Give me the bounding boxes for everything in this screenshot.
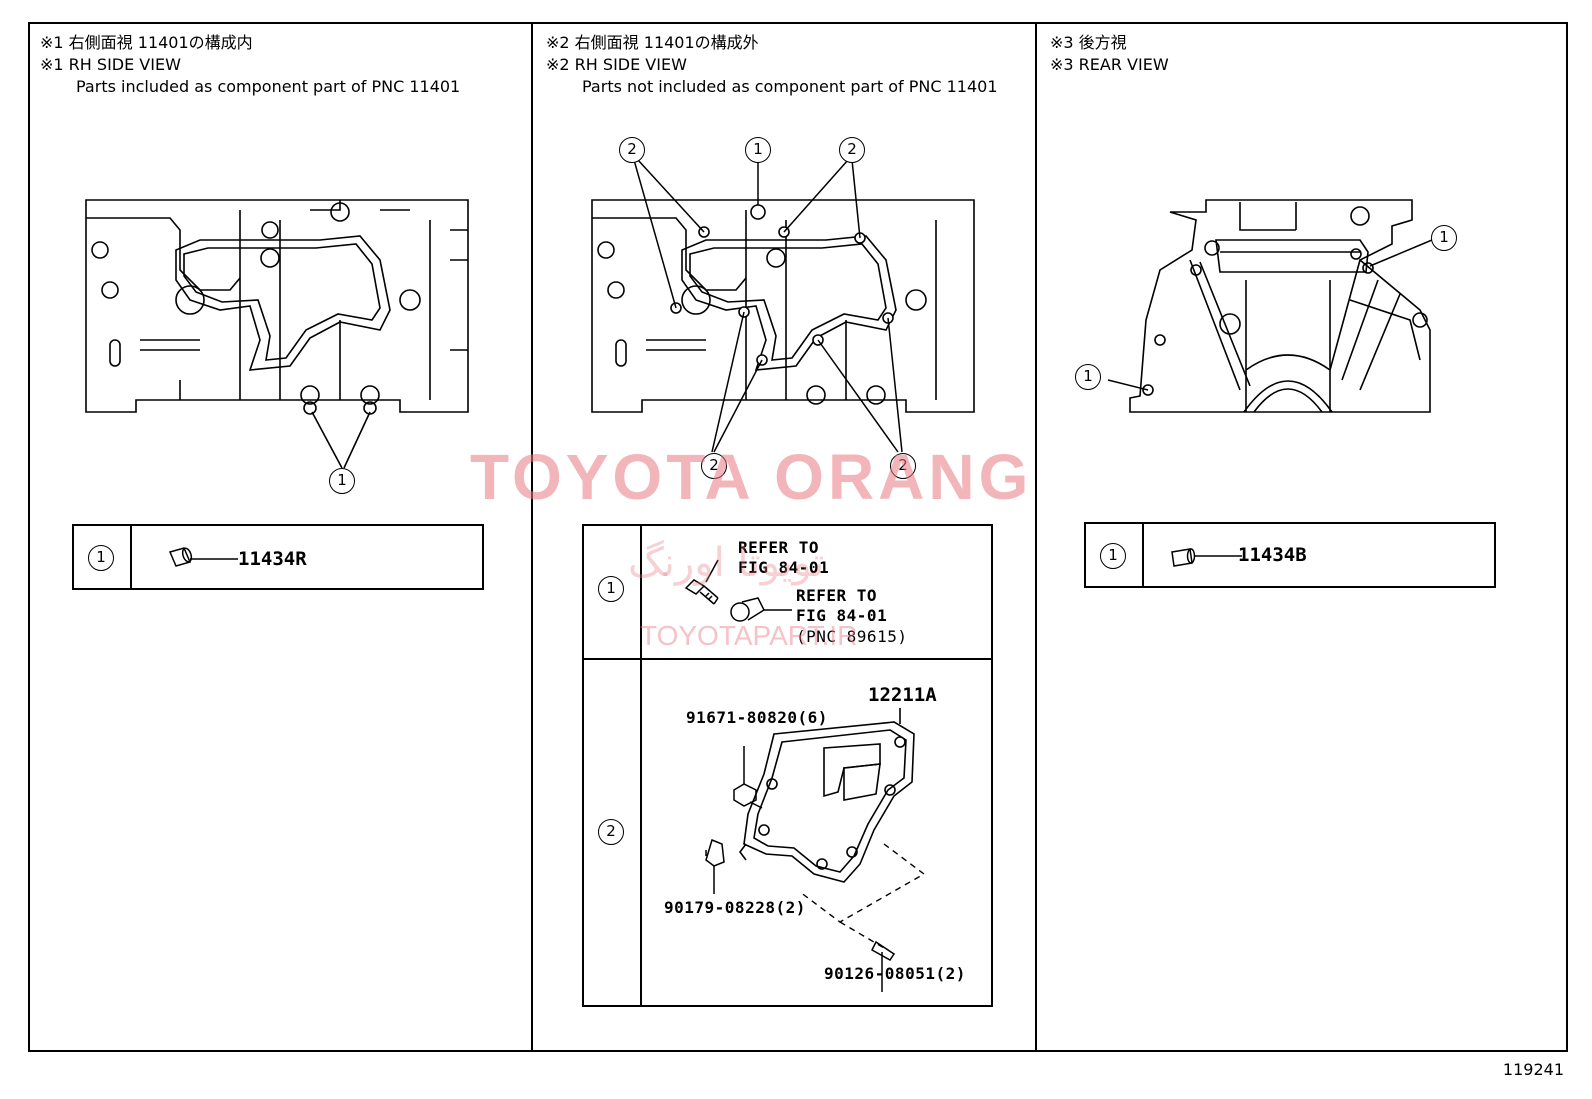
section3-callout-1-left: 1 xyxy=(1075,364,1101,390)
section2-legend1-refer-1: REFER TO xyxy=(738,538,820,557)
section1-subtitle: Parts included as component part of PNC … xyxy=(76,77,461,96)
section2-legend2-part-bolt: 91671-80820(6) xyxy=(686,708,828,727)
section2-legend: 1 2 REFER TO FIG 84-01 REFER TO FIG 84-0… xyxy=(582,524,993,1007)
section2-callout-2-bottomright: 2 xyxy=(890,453,916,479)
section1-legend-part: 11434R xyxy=(238,548,307,570)
section2-legend1-fig-1: FIG 84-01 xyxy=(738,558,830,577)
section3-title-en: ※3 REAR VIEW xyxy=(1050,55,1169,74)
section-divider-2 xyxy=(1035,22,1037,1052)
section2-callout-2-bottomleft: 2 xyxy=(701,453,727,479)
figure-number: 119241 xyxy=(1502,1060,1564,1079)
watermark-main: TOYOTA ORANG xyxy=(470,441,1033,513)
section3-title-jp: ※3 後方視 xyxy=(1050,33,1127,52)
section1-engine-block-drawing xyxy=(85,199,469,469)
section2-legend2-part-cover: 12211A xyxy=(868,684,937,706)
section2-legend1-pnc: (PNC 89615) xyxy=(796,627,908,646)
section2-callout-1-top: 1 xyxy=(745,137,771,163)
section1-legend-ref: 1 xyxy=(88,545,114,571)
section1-legend-ref-cell: 1 xyxy=(74,526,132,588)
section1-legend: 1 11434R xyxy=(72,524,484,590)
section1-callout-1: 1 xyxy=(329,468,355,494)
section2-header: ※2 右側面視 11401の構成外 ※2 RH SIDE VIEW Parts … xyxy=(546,32,998,98)
section2-legend1-fig-2: FIG 84-01 xyxy=(796,606,888,625)
section2-subtitle: Parts not included as component part of … xyxy=(582,77,998,96)
section2-legend2-part-stud: 90126-08051(2) xyxy=(824,964,966,983)
section2-legend-row-divider xyxy=(584,658,991,660)
watermark-url: TOYOTAPART.IR xyxy=(640,620,858,651)
section2-engine-block-drawing xyxy=(591,159,975,453)
section3-legend-ref: 1 xyxy=(1100,543,1126,569)
section3-rear-view-drawing xyxy=(1107,199,1433,413)
section2-title-jp: ※2 右側面視 11401の構成外 xyxy=(546,33,759,52)
section2-title-en: ※2 RH SIDE VIEW xyxy=(546,55,687,74)
section-divider-1 xyxy=(531,22,533,1052)
watermark-persian: تویوتا اورنگ xyxy=(628,540,825,586)
diagram-frame xyxy=(28,22,1568,1052)
sensor-icon xyxy=(730,597,792,622)
section1-title-en: ※1 RH SIDE VIEW xyxy=(40,55,181,74)
section1-title-jp: ※1 右側面視 11401の構成内 xyxy=(40,33,253,52)
section2-legend1-refer-2: REFER TO xyxy=(796,586,878,605)
section3-header: ※3 後方視 ※3 REAR VIEW xyxy=(1050,32,1169,76)
section2-callout-2-topright: 2 xyxy=(839,137,865,163)
bolt-icon xyxy=(684,559,719,605)
pin-icon xyxy=(1171,548,1242,567)
section2-legend-ref-1: 1 xyxy=(598,576,624,602)
section3-legend-part: 11434B xyxy=(1238,544,1307,566)
section1-header: ※1 右側面視 11401の構成内 ※1 RH SIDE VIEW Parts … xyxy=(40,32,460,98)
pin-icon xyxy=(168,547,238,567)
section2-legend-ref-column xyxy=(584,526,642,1005)
section2-callout-2-topleft: 2 xyxy=(619,137,645,163)
section3-legend-ref-cell: 1 xyxy=(1086,524,1144,586)
section2-legend2-part-nut: 90179-08228(2) xyxy=(664,898,806,917)
section2-legend-ref-2: 2 xyxy=(598,819,624,845)
timing-cover-icon xyxy=(705,708,926,992)
section3-legend: 1 11434B xyxy=(1084,522,1496,588)
section3-callout-1-right: 1 xyxy=(1431,225,1457,251)
